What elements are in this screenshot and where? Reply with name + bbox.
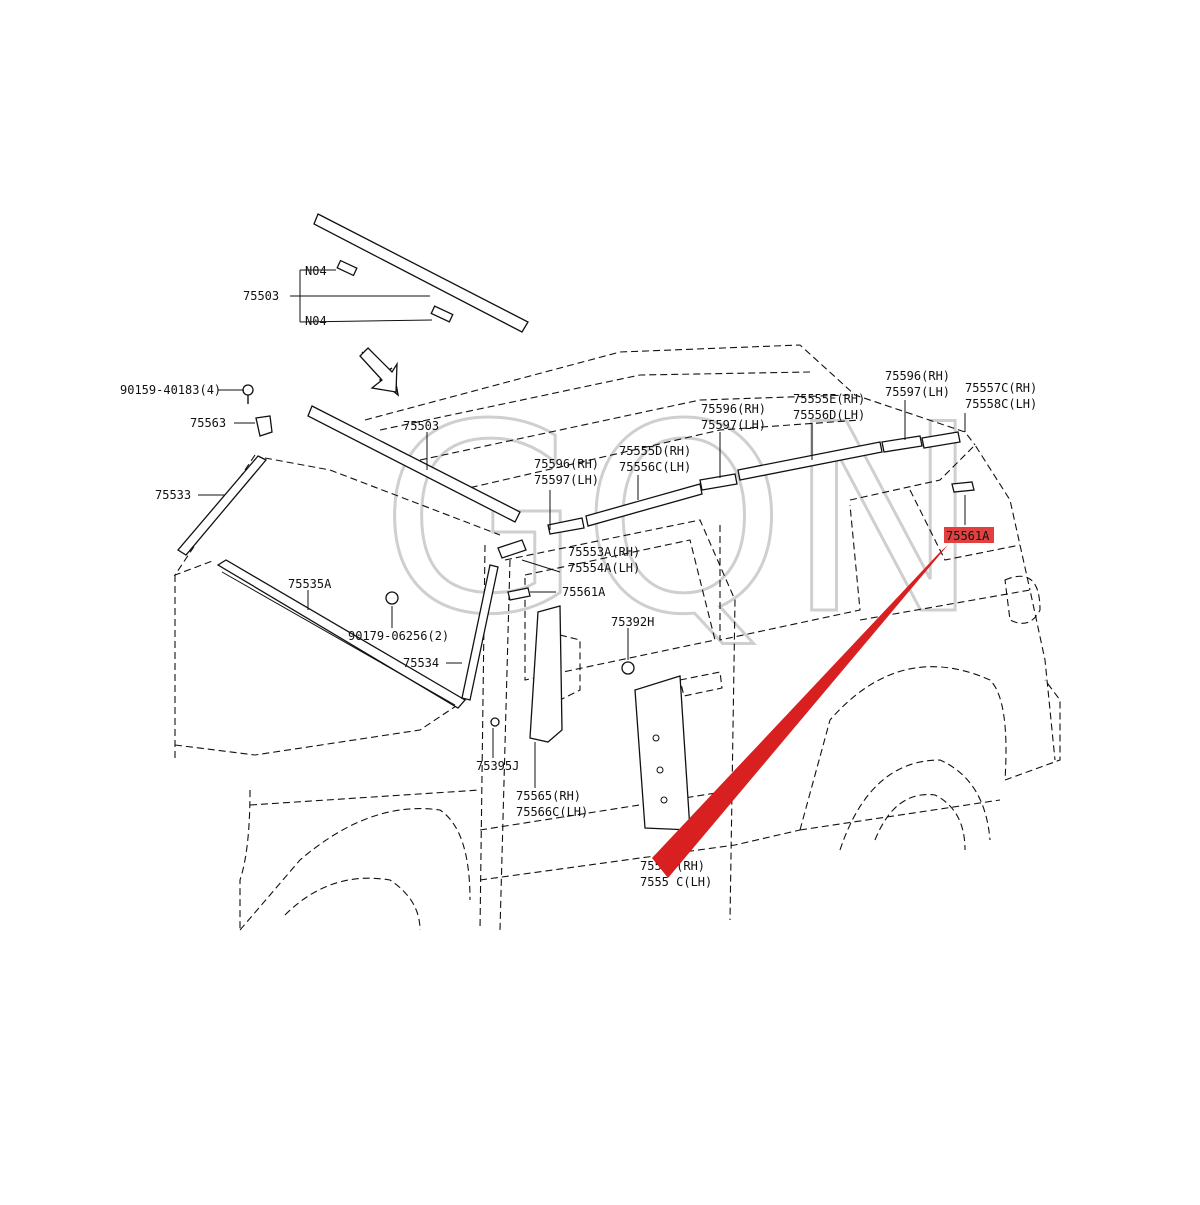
- callout-label: 75392H: [611, 615, 654, 629]
- callout-label: 75597(LH): [534, 473, 599, 487]
- roof-drip-front: [497, 539, 527, 559]
- roof-drip-clip-a: [547, 517, 585, 535]
- roof-drip-segment-d: [585, 483, 703, 527]
- callout-labels: N04 N04 75503 90159-40183(4) 75563 75503…: [120, 264, 1037, 889]
- callout-label: 75565(RH): [516, 789, 581, 803]
- bolt-75395j: [490, 717, 500, 727]
- clip-n04-bottom: [430, 305, 454, 323]
- windshield-side-strip: [177, 455, 268, 556]
- roof-drip-rear: [921, 431, 961, 449]
- clip-75392h: [621, 661, 635, 675]
- callout-label: 75596(RH): [534, 457, 599, 471]
- callout-label: 75596(RH): [701, 402, 766, 416]
- clip-90179: [385, 591, 399, 605]
- centre-pillar-garnish: [634, 675, 691, 831]
- callout-label: 75503: [403, 419, 439, 433]
- watermark: GQN: [380, 370, 981, 672]
- roof-moulding-installed: [307, 405, 521, 523]
- callout-label: N04: [305, 264, 327, 278]
- roof-drip-clip-b: [699, 473, 738, 491]
- roof-drip-segment-e: [737, 441, 883, 481]
- parts: [177, 213, 975, 831]
- callout-label: 7555 C(LH): [640, 875, 712, 889]
- vehicle-outline: [173, 344, 1061, 931]
- callout-label: 75535A: [288, 577, 332, 591]
- callout-label: 90159-40183(4): [120, 383, 221, 397]
- highlight-label-box: [944, 527, 994, 543]
- callout-label: 75555E(RH): [793, 392, 865, 406]
- callout-label: 75557C(RH): [965, 381, 1037, 395]
- callout-label: 75553A(RH): [568, 545, 640, 559]
- highlight-pointer: [652, 545, 948, 878]
- leader-lines: [198, 269, 966, 788]
- callout-label: 75566C(LH): [516, 805, 588, 819]
- callout-label: N04: [305, 314, 327, 328]
- callout-label: 75556C(LH): [619, 460, 691, 474]
- callout-label: 75561A: [562, 585, 606, 599]
- highlight-label: 75561A: [946, 529, 990, 543]
- callout-label: 75597(LH): [701, 418, 766, 432]
- callout-label: 75558C(LH): [965, 397, 1037, 411]
- callout-label: 90179-06256(2): [348, 629, 449, 643]
- callout-label: 75554A(LH): [568, 561, 640, 575]
- callout-label: 75563: [190, 416, 226, 430]
- a-pillar-moulding: [461, 564, 499, 701]
- pillar-garnish-75565: [529, 605, 563, 743]
- callout-label: 75503: [243, 289, 279, 303]
- callout-label: 75395J: [476, 759, 519, 773]
- bracket-75563: [255, 415, 273, 437]
- callout-label: 75596(RH): [885, 369, 950, 383]
- callout-label: 75555D(RH): [619, 444, 691, 458]
- callout-label: 75597(LH): [885, 385, 950, 399]
- clip-75561a-rear: [951, 481, 975, 493]
- callout-label: 75534: [403, 656, 439, 670]
- roof-moulding-exploded: [313, 213, 529, 333]
- bolt-90159: [242, 384, 254, 396]
- callout-label: 75533: [155, 488, 191, 502]
- clip-n04-top: [336, 259, 358, 277]
- highlight-annotation: 75561A: [652, 527, 994, 878]
- windshield-lower-moulding: [216, 559, 467, 709]
- roof-drip-clip-c: [881, 435, 923, 453]
- clip-75561a-mid: [507, 587, 531, 601]
- callout-label: 75556D(LH): [793, 408, 865, 422]
